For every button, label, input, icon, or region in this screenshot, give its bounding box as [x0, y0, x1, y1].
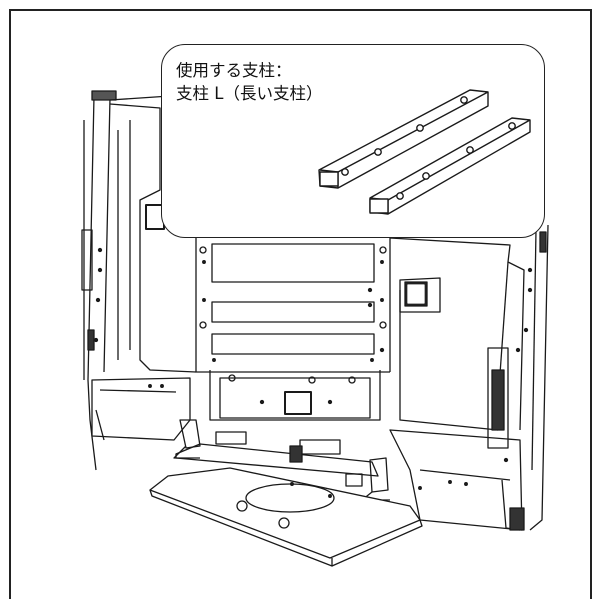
pillar-callout-box: 使用する支柱： 支柱 L（長い支柱） — [161, 44, 545, 238]
callout-line-pillar-to-use: 使用する支柱： — [176, 61, 292, 80]
pillar-l-lower — [369, 117, 531, 215]
pillar-l-upper — [318, 89, 489, 189]
illustration-frame — [9, 9, 592, 599]
callout-caption: 使用する支柱： 支柱 L（長い支柱） — [176, 59, 322, 105]
callout-line-pillar-l: 支柱 L（長い支柱） — [176, 84, 323, 103]
